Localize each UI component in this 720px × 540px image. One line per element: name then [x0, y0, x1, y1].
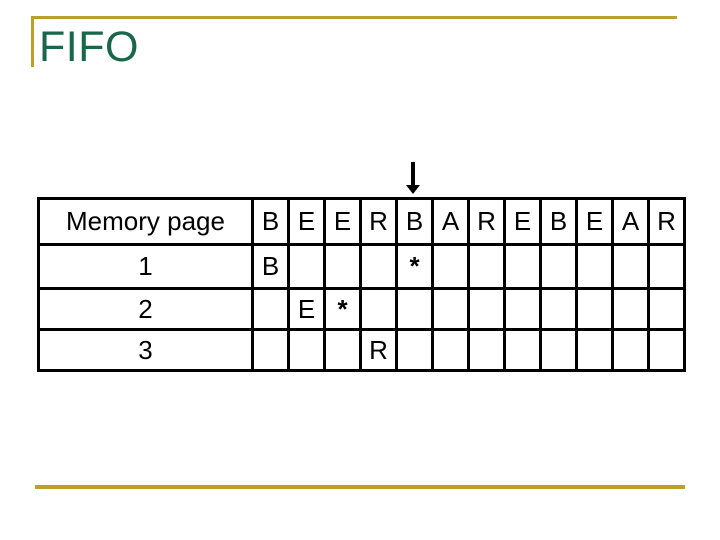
- frame-cell: [287, 243, 326, 290]
- frame-cell: [251, 328, 290, 372]
- frame-cell: [431, 243, 470, 290]
- frame-label: 3: [37, 328, 254, 372]
- fifo-trace-table: Memory page B E E R B A R E B E A R 1 B: [37, 197, 686, 372]
- ref-cell: R: [359, 197, 398, 246]
- page-title: FIFO: [39, 23, 139, 71]
- frame-cell: E: [287, 287, 326, 331]
- frame-cell: [539, 328, 578, 372]
- frame-cell: [431, 287, 470, 331]
- ref-cell: A: [431, 197, 470, 246]
- arrow-stem: [411, 162, 415, 185]
- frame-cell: [323, 243, 362, 290]
- frame-cell: [251, 287, 290, 331]
- left-gold-rule: [31, 16, 34, 67]
- frame-cell: [395, 287, 434, 331]
- frame-cell: B: [251, 243, 290, 290]
- ref-cell: R: [647, 197, 686, 246]
- frame-label: 1: [37, 243, 254, 290]
- ref-cell: E: [575, 197, 614, 246]
- frame-cell: [611, 243, 650, 290]
- ref-cell: B: [251, 197, 290, 246]
- current-reference-arrow: [406, 162, 420, 194]
- bottom-gold-rule: [35, 485, 685, 489]
- frame-row: 1 B *: [37, 243, 686, 290]
- frame-cell: [467, 328, 506, 372]
- reference-string-row: Memory page B E E R B A R E B E A R: [37, 197, 686, 246]
- ref-cell: E: [287, 197, 326, 246]
- frame-cell: [539, 243, 578, 290]
- frame-cell: [647, 328, 686, 372]
- frame-cell: [575, 287, 614, 331]
- frame-cell: [503, 328, 542, 372]
- frame-cell: [575, 243, 614, 290]
- ref-cell: E: [503, 197, 542, 246]
- frame-cell: [575, 328, 614, 372]
- frame-cell: [359, 243, 398, 290]
- frame-cell: [323, 328, 362, 372]
- frame-cell: [287, 328, 326, 372]
- ref-cell: B: [395, 197, 434, 246]
- frame-cell: *: [395, 243, 434, 290]
- frame-cell: [503, 287, 542, 331]
- frame-cell: [431, 328, 470, 372]
- ref-cell: E: [323, 197, 362, 246]
- frame-cell: R: [359, 328, 398, 372]
- frame-cell: [647, 243, 686, 290]
- top-gold-rule: [31, 16, 677, 19]
- frame-cell: [467, 243, 506, 290]
- frame-cell: [647, 287, 686, 331]
- frame-row: 3 R: [37, 328, 686, 372]
- frame-cell: [539, 287, 578, 331]
- frame-cell: [503, 243, 542, 290]
- frame-cell: [467, 287, 506, 331]
- ref-cell: R: [467, 197, 506, 246]
- frame-cell: [611, 287, 650, 331]
- frame-cell: [359, 287, 398, 331]
- arrow-down-head: [406, 185, 420, 194]
- frame-cell: [395, 328, 434, 372]
- frame-cell: [611, 328, 650, 372]
- ref-cell: B: [539, 197, 578, 246]
- frame-row: 2 E *: [37, 287, 686, 331]
- frame-cell: *: [323, 287, 362, 331]
- ref-cell: A: [611, 197, 650, 246]
- frame-label: 2: [37, 287, 254, 331]
- corner-label: Memory page: [37, 197, 254, 246]
